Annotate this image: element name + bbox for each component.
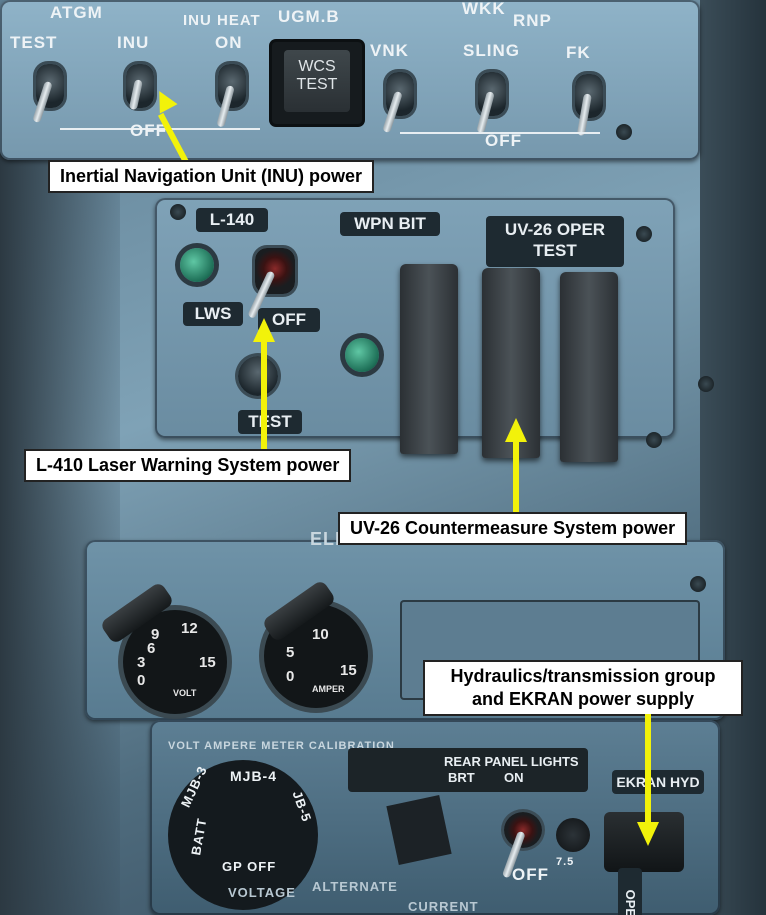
label-atgm: ATGM xyxy=(50,3,103,22)
lws-test-button[interactable] xyxy=(238,356,278,396)
volt-gauge: 6 9 12 15 3 0 VOLT xyxy=(123,610,227,714)
label-rear-panel-lights: REAR PANEL LIGHTS xyxy=(444,754,579,769)
label-volt-ampere-calibration: VOLT AMPERE METER CALIBRATION xyxy=(168,740,395,752)
volt-tick: 0 xyxy=(137,672,146,689)
uv26-guard-left[interactable] xyxy=(400,264,458,454)
screw xyxy=(698,376,714,392)
amper-unit-label: AMPER xyxy=(312,684,345,694)
lws-indicator-lamp xyxy=(180,248,214,282)
label-uv26-oper-test: UV-26 OPER TEST xyxy=(486,216,624,267)
screw xyxy=(616,124,632,140)
amper-tick: 10 xyxy=(312,626,329,643)
screw xyxy=(646,432,662,448)
screw xyxy=(170,204,186,220)
label-l140: L-140 xyxy=(196,208,268,232)
label-wkk: WKK xyxy=(462,0,506,18)
volt-tick: 3 xyxy=(137,654,146,671)
uv26-guard-right[interactable] xyxy=(560,272,618,462)
callout-arrowhead-hydraulics xyxy=(637,822,659,846)
fuse-holder[interactable] xyxy=(556,818,590,852)
label-brt: BRT xyxy=(448,770,475,785)
label-off-top-left: OFF xyxy=(130,121,167,140)
volt-tick: 12 xyxy=(181,620,198,637)
callout-arrow-l410 xyxy=(261,340,267,452)
label-gp-off: GP OFF xyxy=(222,859,277,874)
callout-hydraulics: Hydraulics/transmission group and EKRAN … xyxy=(425,662,741,714)
label-oper: OPER xyxy=(618,868,642,915)
cockpit-shadow-left xyxy=(0,150,120,915)
label-lws: LWS xyxy=(183,302,243,326)
volt-tick: 15 xyxy=(199,654,216,671)
label-on-bottom: ON xyxy=(504,770,524,785)
label-alternate: ALTERNATE xyxy=(312,879,398,894)
amper-tick: 15 xyxy=(340,662,357,679)
rear-panel-lights-plate: REAR PANEL LIGHTS BRT ON xyxy=(348,748,588,792)
label-mjb-4: MJB-4 xyxy=(230,768,278,784)
callout-inu: Inertial Navigation Unit (INU) power xyxy=(50,162,373,191)
label-rnp: RNP xyxy=(513,11,552,30)
label-sling: SLING xyxy=(463,41,520,60)
callout-arrowhead-l410 xyxy=(253,318,275,342)
callout-l410: L-410 Laser Warning System power xyxy=(26,451,350,480)
label-current: CURRENT xyxy=(408,899,479,914)
rear-lights-toggle[interactable] xyxy=(504,812,542,848)
label-inu: INU xyxy=(117,33,150,52)
label-off-top-right: OFF xyxy=(485,131,522,150)
label-test-mid: TEST xyxy=(238,410,302,434)
label-off-bottom: OFF xyxy=(512,865,549,884)
label-voltage: VOLTAGE xyxy=(228,885,296,900)
callout-arrow-uv26 xyxy=(513,440,519,516)
screw xyxy=(636,226,652,242)
amper-tick: 0 xyxy=(286,668,295,685)
label-inu-heat: INU HEAT xyxy=(183,12,261,29)
wpn-bit-indicator-lamp xyxy=(345,338,379,372)
wcs-test-button[interactable]: WCS TEST xyxy=(272,42,362,124)
off-line-right xyxy=(400,132,600,134)
amper-tick: 5 xyxy=(286,644,295,661)
callout-arrowhead-uv26 xyxy=(505,418,527,442)
volt-tick: 6 xyxy=(147,640,156,657)
volt-tick: 9 xyxy=(151,626,160,643)
wcs-test-label: WCS TEST xyxy=(284,50,350,112)
screw xyxy=(690,576,706,592)
callout-arrow-hydraulics xyxy=(645,714,651,824)
volt-unit-label: VOLT xyxy=(173,688,197,698)
label-fk: FK xyxy=(566,43,591,62)
label-test-top: TEST xyxy=(10,33,58,52)
label-fuse-value: 7.5 xyxy=(556,856,575,868)
off-line-left xyxy=(60,128,260,130)
label-inu-heat-on: ON xyxy=(215,33,243,52)
label-ugm-b: UGM.B xyxy=(278,7,340,26)
label-vnk: VNK xyxy=(370,41,409,60)
label-ekran-hyd: EKRAN HYD xyxy=(612,770,704,794)
label-wpn-bit: WPN BIT xyxy=(340,212,440,236)
callout-uv26: UV-26 Countermeasure System power xyxy=(340,514,686,543)
voltage-selector-dial[interactable] xyxy=(168,760,318,910)
